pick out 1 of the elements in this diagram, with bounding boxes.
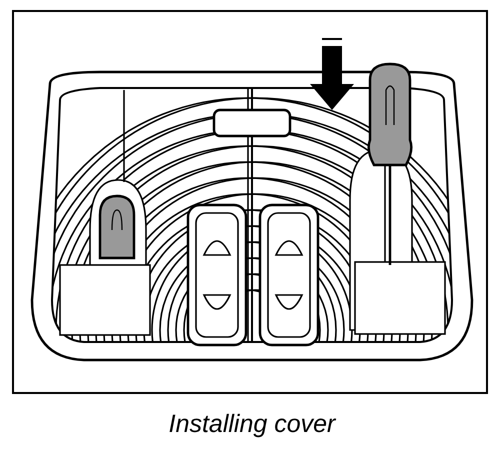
- figure-caption: Installing cover: [168, 410, 337, 439]
